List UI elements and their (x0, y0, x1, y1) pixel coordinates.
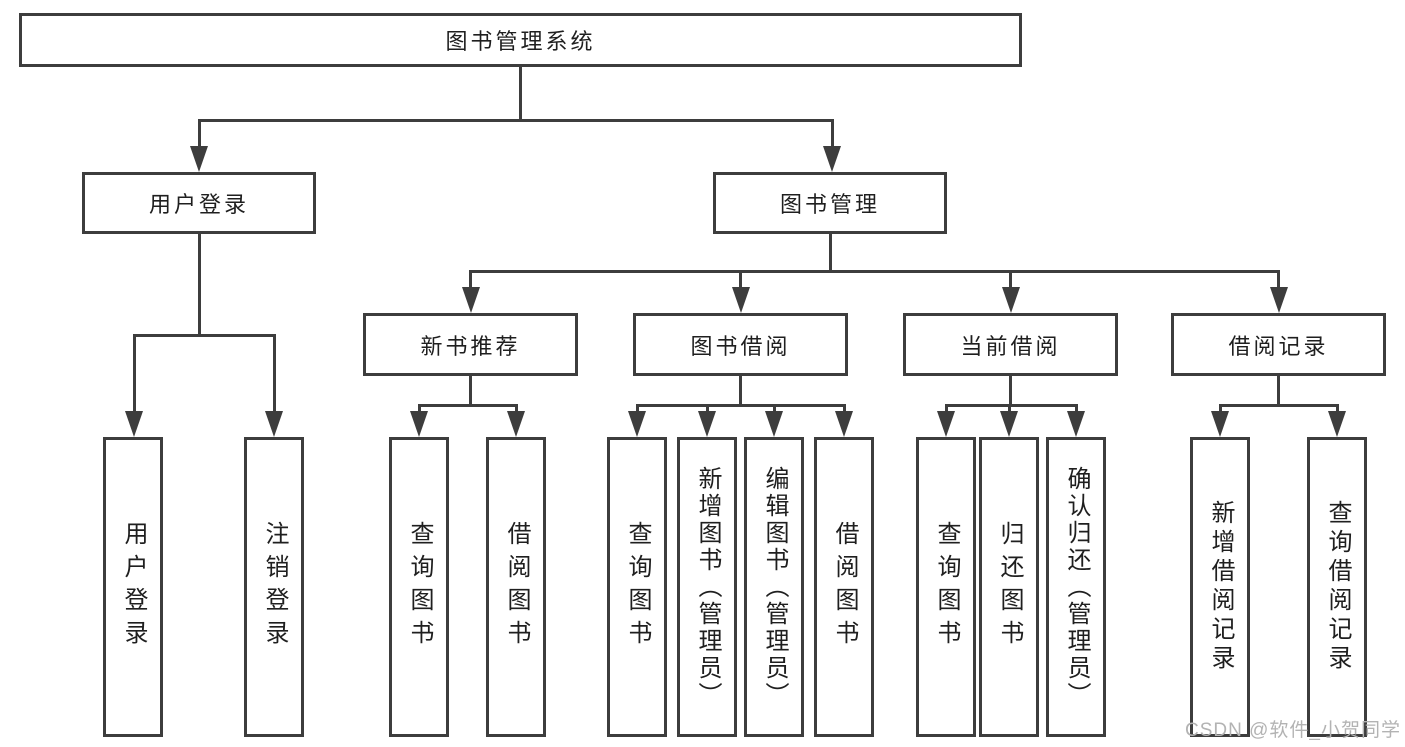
leaf-return-books: 归还图书 (979, 437, 1039, 737)
connector-line (1218, 404, 1222, 414)
arrow-down-icon (461, 287, 480, 313)
arrow-down-icon (1328, 411, 1346, 437)
node-current-borrowing: 当前借阅 (903, 313, 1118, 376)
connector-line (132, 334, 136, 414)
node-root: 图书管理系统 (19, 13, 1022, 67)
arrow-down-icon (265, 411, 283, 437)
node-new-book-recommendation-label: 新书推荐 (420, 333, 521, 359)
connector-line (944, 404, 948, 414)
connector-line (1009, 376, 1012, 407)
arrow-down-icon (190, 146, 208, 172)
node-borrowing-records: 借阅记录 (1171, 313, 1386, 376)
leaf-edit-books-admin: 编辑图书（管理员） (744, 437, 804, 737)
arrow-down-icon (628, 411, 646, 437)
connector-line (197, 234, 201, 337)
connector-line (469, 270, 1280, 273)
node-borrowing-records-label: 借阅记录 (1228, 333, 1329, 359)
connector-line (1277, 270, 1280, 290)
arrow-down-icon (937, 411, 955, 437)
leaf-add-borrow-record-label: 新增借阅记录 (1207, 500, 1234, 674)
node-book-borrowing-label: 图书借阅 (690, 333, 791, 359)
arrow-down-icon (410, 411, 428, 437)
arrow-down-icon (507, 411, 525, 437)
connector-line (469, 270, 472, 290)
arrow-down-icon (731, 287, 750, 313)
leaf-borrow-books-borrowing: 借阅图书 (814, 437, 874, 737)
connector-line (772, 404, 776, 414)
node-book-borrowing: 图书借阅 (633, 313, 848, 376)
connector-line (705, 404, 709, 414)
connector-line (197, 119, 201, 149)
node-user-login: 用户登录 (82, 172, 316, 234)
connector-line (828, 234, 832, 273)
arrow-down-icon (1269, 287, 1288, 313)
arrow-down-icon (823, 146, 841, 172)
node-user-login-label: 用户登录 (148, 192, 249, 217)
connector-line (842, 404, 846, 414)
arrow-down-icon (765, 411, 783, 437)
connector-line (272, 334, 276, 414)
leaf-query-books-recommend-label: 查询图书 (406, 521, 433, 653)
connector-line (739, 376, 742, 407)
arrow-down-icon (1001, 287, 1020, 313)
connector-line (1074, 404, 1078, 414)
node-book-management-label: 图书管理 (779, 192, 880, 217)
leaf-query-books-borrowing-label: 查询图书 (624, 521, 651, 653)
leaf-query-books-recommend: 查询图书 (389, 437, 449, 737)
arrow-down-icon (835, 411, 853, 437)
leaf-borrow-books-recommend-label: 借阅图书 (503, 521, 530, 653)
connector-line (635, 404, 639, 414)
leaf-user-login: 用户登录 (103, 437, 163, 737)
connector-line (739, 270, 742, 290)
connector-line (197, 119, 834, 122)
connector-line (417, 404, 518, 407)
arrow-down-icon (698, 411, 716, 437)
leaf-query-books-current: 查询图书 (916, 437, 976, 737)
arrow-down-icon (1211, 411, 1229, 437)
connector-line (1277, 376, 1280, 407)
connector-line (944, 404, 1078, 407)
csdn-watermark: CSDN @软件_小贺同学 (1185, 720, 1401, 741)
connector-line (518, 67, 522, 121)
connector-line (417, 404, 421, 414)
leaf-query-borrow-record-label: 查询借阅记录 (1324, 500, 1351, 674)
leaf-logout-label: 注销登录 (261, 521, 288, 653)
connector-line (514, 404, 518, 414)
leaf-add-books-admin: 新增图书（管理员） (677, 437, 737, 737)
arrow-down-icon (1067, 411, 1085, 437)
connector-line (469, 376, 472, 407)
connector-line (1335, 404, 1339, 414)
arrow-down-icon (1000, 411, 1018, 437)
leaf-add-borrow-record: 新增借阅记录 (1190, 437, 1250, 737)
connector-line (1007, 404, 1011, 414)
leaf-confirm-return-admin-label: 确认归还（管理员） (1063, 465, 1090, 709)
leaf-user-login-label: 用户登录 (120, 521, 147, 653)
arrow-down-icon (125, 411, 143, 437)
connector-line (1218, 404, 1339, 407)
node-book-management: 图书管理 (713, 172, 947, 234)
node-new-book-recommendation: 新书推荐 (363, 313, 578, 376)
connector-line (1009, 270, 1012, 290)
node-current-borrowing-label: 当前借阅 (960, 333, 1061, 359)
leaf-add-books-admin-label: 新增图书（管理员） (694, 465, 721, 709)
leaf-logout: 注销登录 (244, 437, 304, 737)
connector-line (830, 119, 834, 149)
leaf-return-books-label: 归还图书 (996, 521, 1023, 653)
leaf-edit-books-admin-label: 编辑图书（管理员） (761, 465, 788, 709)
leaf-query-borrow-record: 查询借阅记录 (1307, 437, 1367, 737)
leaf-confirm-return-admin: 确认归还（管理员） (1046, 437, 1106, 737)
connector-line (132, 334, 276, 337)
leaf-borrow-books-borrowing-label: 借阅图书 (831, 521, 858, 653)
connector-line (635, 404, 846, 407)
node-root-label: 图书管理系统 (445, 29, 596, 54)
leaf-query-books-borrowing: 查询图书 (607, 437, 667, 737)
leaf-borrow-books-recommend: 借阅图书 (486, 437, 546, 737)
leaf-query-books-current-label: 查询图书 (933, 521, 960, 653)
